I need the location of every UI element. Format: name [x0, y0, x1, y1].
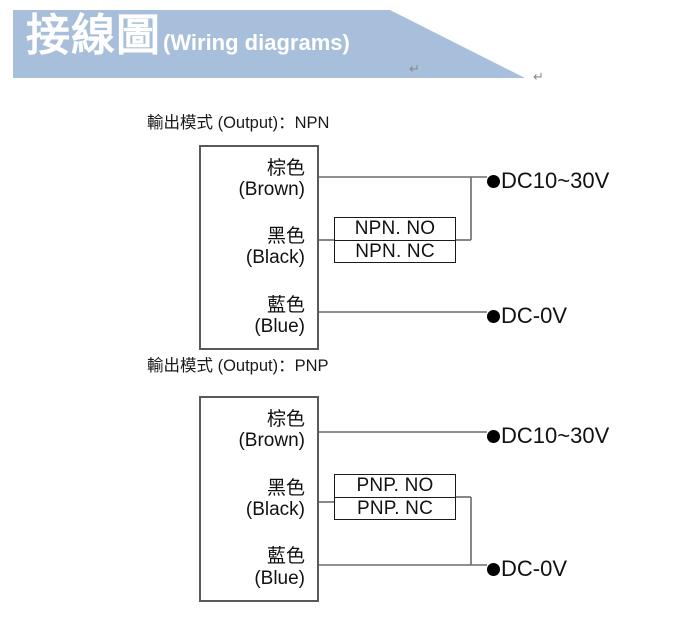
pnp-wire-label-blue-cjk: 藍色: [266, 546, 305, 568]
paragraph-mark-icon: ↵: [533, 69, 544, 84]
npn-terminal-vcc-label: DC10~30V: [501, 168, 610, 193]
pnp-wire-label-black: 黑色 (Black): [246, 478, 305, 521]
npn-output-mode-box: NPN. NO NPN. NC: [334, 217, 456, 263]
npn-wire-label-black: 黑色 (Black): [246, 226, 305, 269]
npn-terminal-vcc: DC10~30V: [487, 170, 609, 192]
terminal-dot-icon: [487, 562, 500, 576]
npn-wire-label-brown: 棕色 (Brown): [238, 158, 305, 201]
terminal-dot-icon: [487, 429, 500, 443]
npn-wire-label-blue-en: (Blue): [254, 315, 305, 337]
terminal-dot-icon: [487, 309, 500, 323]
npn-wire-label-blue-cjk: 藍色: [266, 294, 305, 316]
npn-terminal-gnd: DC-0V: [487, 305, 567, 327]
pnp-wire-label-brown: 棕色 (Brown): [238, 409, 305, 452]
npn-wire-label-brown-cjk: 棕色: [266, 157, 305, 179]
npn-section-label: 輸出模式 (Output)：NPN: [147, 114, 330, 132]
page-title-cjk: 接線圖: [26, 11, 161, 60]
pnp-mode-row-no: PNP. NO: [335, 475, 455, 498]
pnp-wire-label-black-cjk: 黑色: [266, 477, 305, 499]
terminal-dot-icon: [487, 174, 500, 188]
npn-mode-row-nc: NPN. NC: [355, 241, 435, 262]
npn-wire-label-brown-en: (Brown): [238, 179, 305, 201]
npn-sensor-body: [199, 145, 319, 350]
header-banner: 接線圖 (Wiring diagrams) ↵ ↵: [0, 0, 676, 95]
page-title: 接線圖 (Wiring diagrams): [26, 14, 350, 58]
pnp-output-mode-box: PNP. NO PNP. NC: [334, 474, 456, 520]
pnp-wire-label-black-en: (Black): [245, 498, 305, 520]
pnp-wire-label-blue-en: (Blue): [254, 567, 305, 589]
pnp-terminal-vcc-label: DC10~30V: [501, 423, 610, 448]
banner-shape: [13, 10, 525, 78]
pnp-sensor-body: [199, 396, 319, 602]
npn-wiring-diagram: 棕色 (Brown) 黑色 (Black) 藍色 (Blue) NPN. NO …: [0, 140, 676, 352]
pnp-wire-label-brown-cjk: 棕色: [266, 409, 305, 431]
pnp-mode-row-nc: PNP. NC: [356, 498, 434, 519]
pnp-terminal-vcc: DC10~30V: [487, 425, 609, 447]
pnp-terminal-gnd-label: DC-0V: [501, 556, 568, 581]
npn-mode-row-no: NPN. NO: [335, 218, 455, 241]
pnp-wiring-diagram: 棕色 (Brown) 黑色 (Black) 藍色 (Blue) PNP. NO …: [0, 392, 676, 607]
pnp-wire-label-group: 棕色 (Brown) 黑色 (Black) 藍色 (Blue): [199, 396, 319, 602]
pnp-wire-label-brown-en: (Brown): [238, 430, 305, 452]
page-title-en: (Wiring diagrams): [163, 30, 350, 55]
npn-wire-label-black-cjk: 黑色: [266, 226, 305, 248]
paragraph-mark-icon: ↵: [409, 61, 420, 76]
npn-wire-label-black-en: (Black): [245, 247, 305, 269]
npn-terminal-gnd-label: DC-0V: [501, 303, 568, 328]
pnp-wire-label-blue: 藍色 (Blue): [254, 546, 305, 589]
pnp-section-label: 輸出模式 (Output)：PNP: [147, 357, 329, 375]
npn-wire-label-group: 棕色 (Brown) 黑色 (Black) 藍色 (Blue): [199, 145, 319, 350]
npn-wire-label-blue: 藍色 (Blue): [254, 295, 305, 338]
pnp-terminal-gnd: DC-0V: [487, 558, 567, 580]
